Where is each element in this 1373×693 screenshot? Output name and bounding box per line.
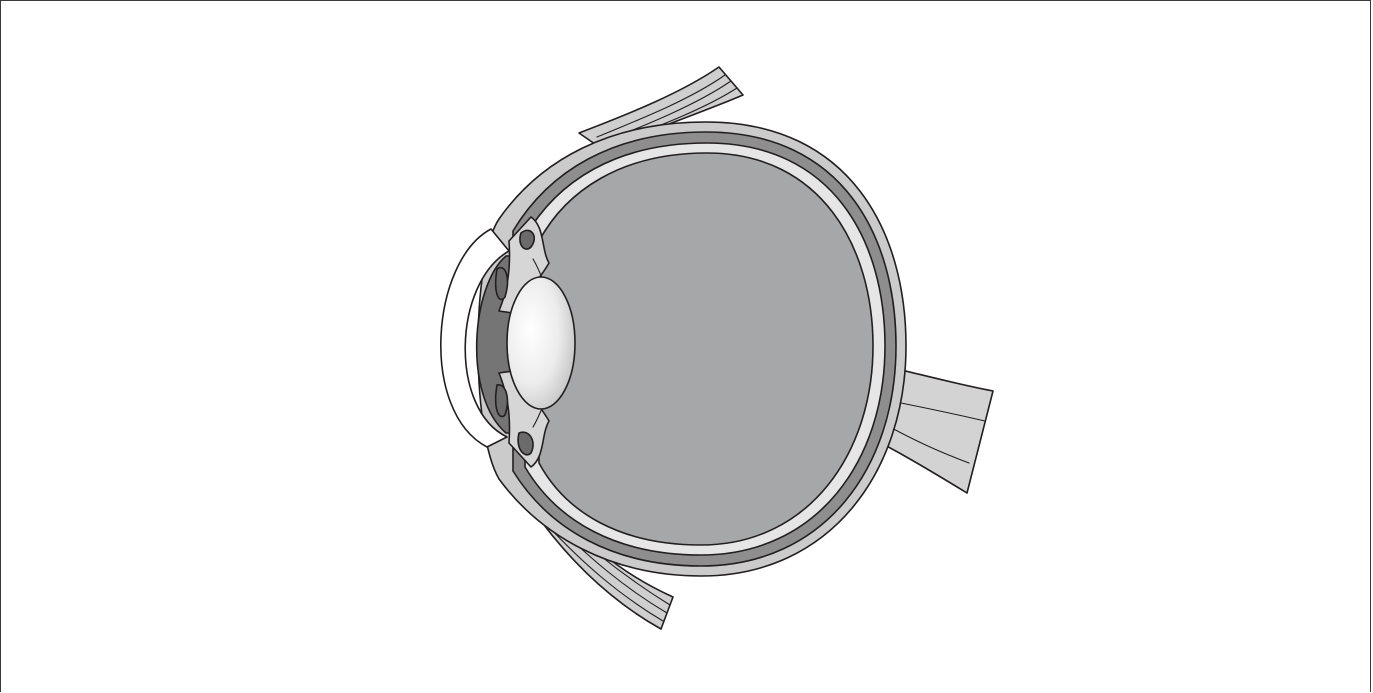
vitreous-body [539, 153, 873, 545]
lens [507, 277, 575, 409]
